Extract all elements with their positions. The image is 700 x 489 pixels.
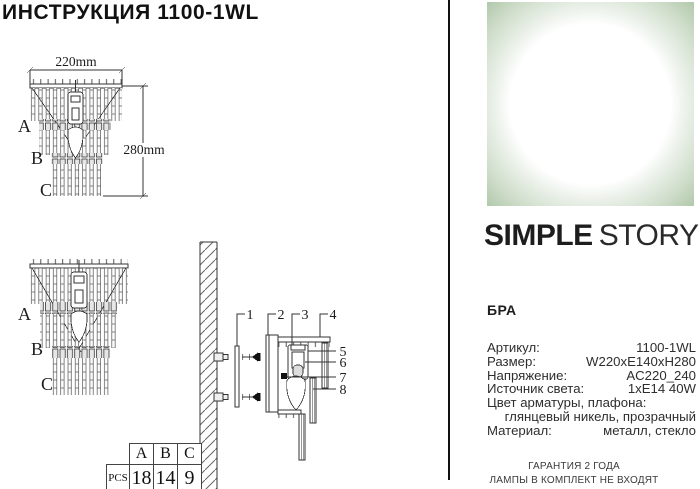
tier-b-label: B — [31, 148, 43, 168]
dim-label-bg — [126, 143, 162, 157]
tier-c-label: C — [41, 374, 53, 394]
spec-value: AC220_240 — [626, 367, 696, 383]
spec-value: 1100-1WL — [636, 340, 696, 355]
pcs-value-a: 18 — [129, 464, 154, 489]
column-divider — [448, 0, 450, 480]
tier-b-band — [51, 153, 103, 164]
tier-c-label: C — [40, 180, 52, 200]
spec-label: Напряжение: — [487, 367, 568, 383]
spec-value: металл, стекло — [603, 422, 696, 438]
spec-row-size: Размер: W220xE140xH280 — [487, 353, 696, 369]
assembled-view-drawing: A B C — [18, 259, 129, 395]
parts-table-row: PCS 18 14 9 — [106, 464, 202, 489]
product-glow-image — [487, 2, 694, 206]
brand-primary: SIMPLE — [484, 219, 593, 252]
tier-a-band — [39, 119, 111, 130]
col-b-header: B — [153, 443, 178, 465]
height-dimension — [103, 82, 148, 200]
tier-a-label: A — [18, 304, 31, 324]
part-number-6: 6 — [340, 356, 347, 371]
spec-row-material: Материал: металл, стекло — [487, 422, 696, 438]
candle-socket — [67, 80, 84, 159]
spec-value: W220xE140xH280 — [586, 353, 696, 369]
top-bar — [29, 83, 123, 89]
spec-row-voltage: Напряжение: AC220_240 — [487, 367, 696, 383]
pcs-value-b: 14 — [153, 464, 178, 489]
tier-b-band — [52, 346, 110, 358]
warranty-line: ГАРАНТИЯ 2 ГОДА — [528, 461, 620, 472]
parts-table-header: A B C — [129, 443, 202, 465]
warranty-note: ГАРАНТИЯ 2 ГОДА ЛАМПЫ В КОМПЛЕКТ НЕ ВХОД… — [448, 460, 700, 487]
part-number-5: 5 — [340, 345, 347, 360]
part-leader-lines — [236, 313, 336, 390]
tier-c-rods — [52, 358, 110, 395]
spec-value: 1xE14 40W — [627, 381, 696, 397]
front-view-drawing: 220mm 280mm A B C — [18, 54, 165, 200]
lamps-note-line: ЛАМПЫ В КОМПЛЕКТ НЕ ВХОДЯТ — [489, 474, 659, 486]
part-number-8: 8 — [340, 383, 347, 398]
candle-socket — [70, 260, 88, 343]
product-type: БРА — [487, 302, 517, 318]
spec-row-light-source: Источник света: 1xE14 40W — [487, 382, 696, 396]
spec-label: Материал: — [487, 422, 552, 438]
part-numbers: 1 2 3 4 5 6 7 8 — [247, 308, 347, 398]
wall-anchors — [213, 352, 229, 402]
spec-label: Артикул: — [487, 340, 540, 355]
tier-b-label: B — [31, 339, 43, 359]
spec-label: Цвет арматуры, плафона: — [487, 395, 647, 411]
spec-value: глянцевый никель, прозрачный — [504, 408, 696, 424]
col-c-header: C — [177, 443, 202, 465]
part-number-7: 7 — [340, 371, 347, 386]
spec-list: Артикул: 1100-1WL Размер: W220xE140xH280… — [487, 341, 696, 438]
mounting-plate — [234, 345, 240, 408]
spec-label: Размер: — [487, 353, 536, 369]
mounting-diagram: 1 2 3 4 5 6 7 8 — [199, 241, 347, 489]
width-dim-label: 220mm — [55, 54, 97, 69]
pcs-value-c: 9 — [177, 464, 202, 489]
spec-label: Источник света: — [487, 381, 585, 397]
height-dim-label: 280mm — [123, 142, 165, 157]
part-number-4: 4 — [330, 308, 337, 323]
spec-row-color: Цвет арматуры, плафона: глянцевый никель… — [487, 396, 696, 424]
col-a-header: A — [129, 443, 154, 465]
pcs-label: PCS — [106, 464, 130, 489]
brand-secondary: STORY — [598, 219, 699, 252]
tier-c-rods — [51, 164, 103, 196]
part-number-1: 1 — [247, 308, 254, 323]
tier-a-label: A — [18, 116, 31, 136]
spec-row-article: Артикул: 1100-1WL — [487, 341, 696, 355]
screws — [242, 352, 261, 402]
hook-row — [30, 79, 122, 84]
wall — [199, 241, 218, 489]
part-number-2: 2 — [278, 308, 285, 323]
part-number-3: 3 — [302, 308, 309, 323]
page-title: ИНСТРУКЦИЯ 1100-1WL — [2, 1, 259, 24]
lamp-side-view — [265, 334, 331, 461]
